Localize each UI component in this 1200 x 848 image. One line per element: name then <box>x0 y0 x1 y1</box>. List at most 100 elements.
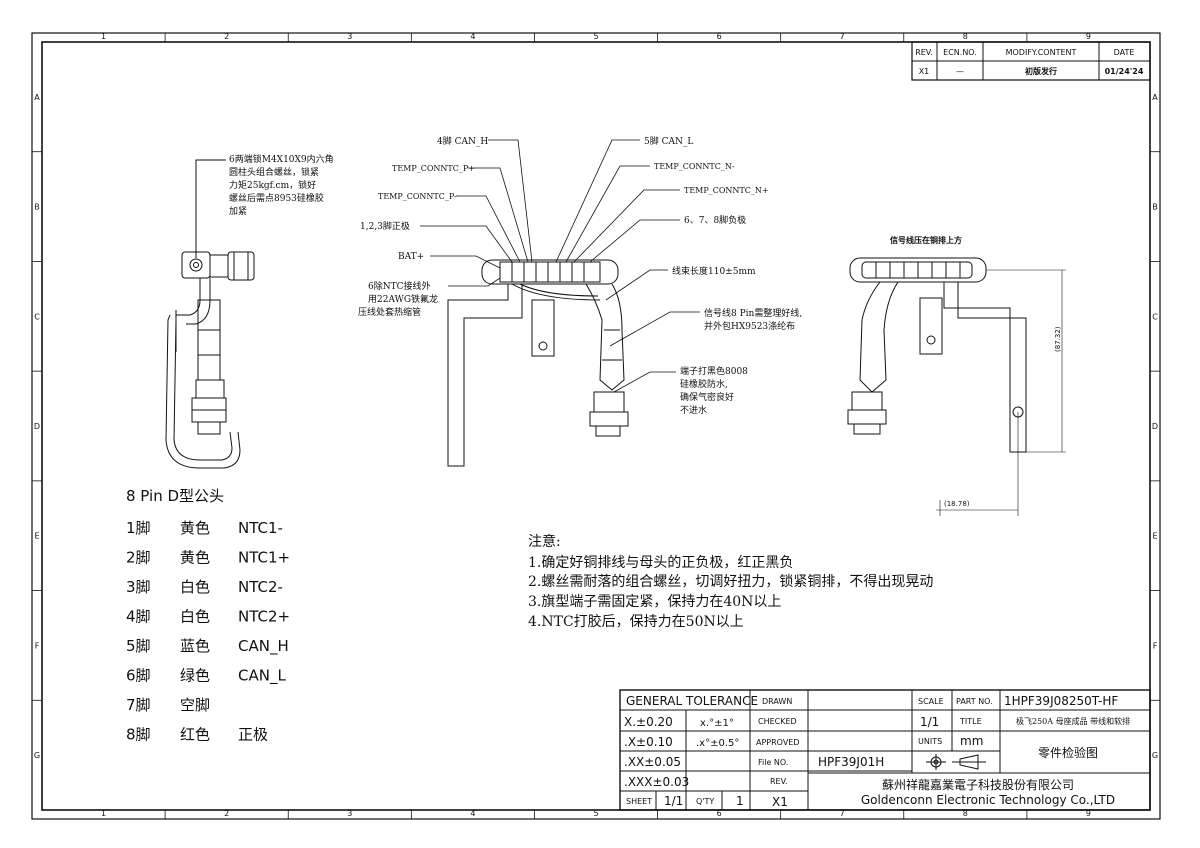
frame-row-letter: E <box>1152 532 1157 541</box>
frame-row-letter: G <box>1152 751 1158 760</box>
projection-symbol-icon <box>926 754 986 770</box>
revision-table: REV. ECN.NO. MODIFY.CONTENT DATE X1 — 初版… <box>911 41 1151 81</box>
frame-column-number: 9 <box>1086 32 1091 41</box>
note-item: 4.NTC打胶后，保持力在50N以上 <box>528 613 744 630</box>
callout-harness-length: 线束长度110±5mm <box>672 265 756 277</box>
callout-signal-wire: 并外包HX9523涤纶布 <box>704 320 795 332</box>
tolerance-linear: .XXX±0.03 <box>624 775 689 789</box>
frame-row-letter: C <box>34 312 40 321</box>
pin-number: 6脚 <box>126 667 151 685</box>
pin-number: 3脚 <box>126 578 151 596</box>
frame-row-letter: A <box>34 93 40 102</box>
callout-ntc-wire: 压线处套热缩管 <box>358 306 421 318</box>
callout-ntc-n-plus: TEMP_CONNTC_N+ <box>684 186 769 195</box>
frame-row-letter: D <box>1152 422 1158 431</box>
frame-column-number: 7 <box>840 809 845 818</box>
date-value: 01/24'24 <box>1105 67 1144 76</box>
pin-number: 5脚 <box>126 637 151 655</box>
pin-number: 1脚 <box>126 519 151 537</box>
checked-label: CHECKED <box>758 717 797 726</box>
bolt-note-line: 螺丝后需点8953硅橡胶 <box>229 192 324 204</box>
frame-column-number: 8 <box>963 809 968 818</box>
approved-label: APPROVED <box>756 738 800 747</box>
pin-number: 2脚 <box>126 549 151 567</box>
frame-column-number: 2 <box>224 809 229 818</box>
pin-signal: NTC1- <box>238 519 283 537</box>
callout-pin5: 5脚 CAN_L <box>644 136 693 147</box>
rev-label: REV. <box>770 777 788 786</box>
pin-wire-color: 白色 <box>180 608 210 626</box>
frame-column-number: 5 <box>593 809 598 818</box>
frame-column-number: 3 <box>347 32 352 41</box>
ecn-value: — <box>956 67 964 76</box>
rev-number: X1 <box>772 795 788 809</box>
tolerance-linear: .XX±0.05 <box>624 755 681 769</box>
units-value: mm <box>960 734 983 748</box>
tolerance-angular: .x°±0.5° <box>696 738 739 749</box>
callout-terminal: 确保气密良好 <box>680 391 734 403</box>
pin-number: 8脚 <box>126 726 151 744</box>
frame-row-letter: F <box>1153 641 1158 650</box>
tolerance-linear: .X±0.10 <box>624 735 673 749</box>
notes-block: 注意: 1.确定好铜排线与母头的正负极，红正黑负 2.螺丝需耐落的组合螺丝，切调… <box>528 533 933 630</box>
company-en: Goldenconn Electronic Technology Co.,LTD <box>861 793 1115 807</box>
callout-ntc-wire: 6除NTC接线外 <box>368 280 431 292</box>
frame-column-number: 4 <box>470 809 475 818</box>
note-item: 1.确定好铜排线与母头的正负极，红正黑负 <box>528 555 793 571</box>
pin-wire-color: 蓝色 <box>180 637 210 655</box>
modify-header: MODIFY.CONTENT <box>1006 48 1077 57</box>
ecn-header: ECN.NO. <box>943 48 977 57</box>
pin-wire-color: 黄色 <box>180 549 210 567</box>
callout-signal-wire: 信号线8 Pin需整理好线, <box>704 307 802 319</box>
frame-column-number: 9 <box>1086 809 1091 818</box>
frame-column-number: 3 <box>347 809 352 818</box>
qty-value: 1 <box>736 794 744 808</box>
modify-value: 初版发行 <box>1025 66 1057 76</box>
note-item: 3.旗型端子需固定紧，保持力在40N以上 <box>528 594 781 610</box>
notes-title: 注意: <box>528 533 561 550</box>
bolt-note: 6两端锁M4X10X9内六角 圆柱头组合螺丝，锁紧 力矩25kgf.cm，锁好 … <box>229 153 334 217</box>
pin-signal: NTC1+ <box>238 549 290 567</box>
pin-signal: 正极 <box>238 726 268 744</box>
pin-number: 7脚 <box>126 696 151 714</box>
file-no-value: HPF39J01H <box>818 755 884 769</box>
tolerance-angular: x.°±1° <box>700 718 734 729</box>
drawn-label: DRAWN <box>762 697 792 706</box>
file-no-label: File NO. <box>758 758 788 767</box>
pin-table-title: 8 Pin D型公头 <box>126 487 224 505</box>
callout-terminal: 端子打黑色8008 <box>680 365 748 377</box>
callout-terminal: 硅橡胶防水, <box>680 378 728 390</box>
doc-name: 零件检验图 <box>1038 745 1098 760</box>
frame-column-number: 4 <box>470 32 475 41</box>
callout-pin123: 1,2,3脚正极 <box>360 220 410 232</box>
title-block <box>619 689 1151 811</box>
frame-column-number: 7 <box>840 32 845 41</box>
frame-row-letter: G <box>34 751 40 760</box>
center-callouts: 4脚 CAN_H 5脚 CAN_L TEMP_CONNTC_P+ TEMP_CO… <box>358 136 802 416</box>
pin-wire-color: 黄色 <box>180 519 210 537</box>
right-side-view <box>847 257 1066 516</box>
callout-ntc-p-minus: TEMP_CONNTC_P- <box>378 192 457 201</box>
bolt-note-line: 力矩25kgf.cm，锁好 <box>229 179 316 191</box>
part-no-label: PART NO. <box>956 697 993 706</box>
frame-row-letter: A <box>1152 93 1158 102</box>
callout-pin4: 4脚 CAN_H <box>437 136 488 147</box>
bolt-note-line: 6两端锁M4X10X9内六角 <box>229 153 334 165</box>
units-label: UNITS <box>918 737 942 746</box>
frame-column-number: 8 <box>963 32 968 41</box>
callout-ntc-wire: 用22AWG铁氟龙 <box>368 293 438 305</box>
callout-ntc-n-minus: TEMP_CONNTC_N- <box>654 162 735 171</box>
callout-terminal: 不进水 <box>680 404 707 416</box>
general-tolerance: GENERAL TOLERANCE <box>626 694 758 708</box>
frame-row-letter: B <box>1152 203 1158 212</box>
pin-signal: NTC2+ <box>238 608 290 626</box>
sheet-label: SHEET <box>626 797 652 806</box>
title-value: 极飞250A 母座成品 带线和软排 <box>1016 716 1130 726</box>
side-view-title: 信号线压在铜排上方 <box>890 235 962 245</box>
pin-signal: CAN_H <box>238 637 289 656</box>
frame-column-number: 1 <box>101 32 106 41</box>
date-header: DATE <box>1114 48 1135 57</box>
pin-number: 4脚 <box>126 608 151 626</box>
